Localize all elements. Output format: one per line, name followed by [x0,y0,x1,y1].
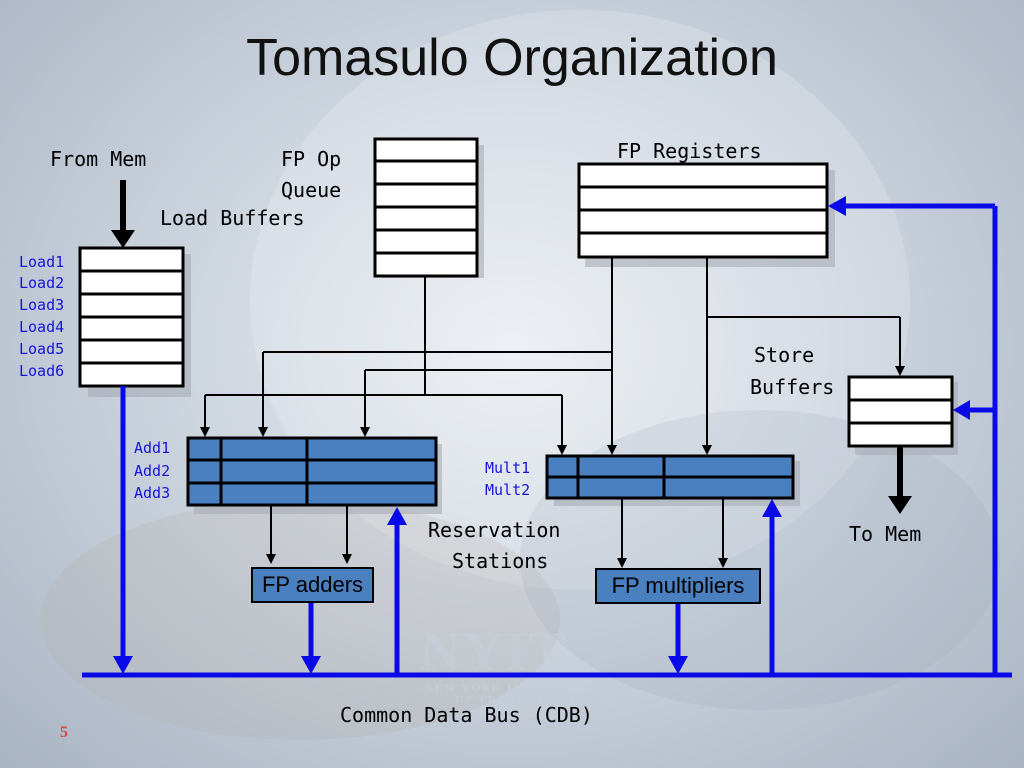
buffers-label: Buffers [750,375,835,399]
store-buffers [847,375,954,448]
fp-adders-unit: FP adders [251,567,374,603]
add-station-label: Add2 [134,462,171,480]
fp-op-queue [373,137,479,278]
stations-label: Stations [452,549,549,573]
load-buffer-label: Load4 [19,318,65,336]
load-buffers-label: Load Buffers [160,206,305,230]
fp-registers [577,162,829,259]
add-reservation-stations [186,436,438,507]
to-mem-label: To Mem [849,522,922,546]
load-buffer-label: Load6 [19,362,65,380]
page-number: 5 [60,724,68,741]
cdb-label: Common Data Bus (CDB) [340,703,593,727]
reservation-label: Reservation [428,518,561,542]
add-station-label: Add1 [134,439,171,457]
store-label: Store [754,343,815,367]
mult-station-label: Mult2 [485,481,531,499]
load-buffer-label: Load1 [19,253,65,271]
nyit-watermark-text: NEW YORK INSTITUTE OF TECHNOLOGY www.nyi… [425,682,586,721]
operand-lines [111,180,905,568]
fp-multipliers-unit: FP multipliers [595,568,761,604]
mult-reservation-stations [545,454,795,500]
queue-label: Queue [281,178,342,202]
to-mem-arrow [888,446,912,514]
mult-station-label: Mult1 [485,459,531,477]
slide-title: Tomasulo Organization [246,29,778,87]
load-buffer-label: Load3 [19,296,65,314]
add-station-label: Add3 [134,484,171,502]
load-buffers [78,246,185,388]
load-buffer-label: Load2 [19,274,65,292]
common-data-bus [82,203,1012,678]
fp-op-label: FP Op [281,147,342,171]
cdb-arrowheads [113,196,970,674]
load-buffer-label: Load5 [19,340,65,358]
from-mem-label: From Mem [50,147,147,171]
fp-registers-label: FP Registers [617,139,762,163]
